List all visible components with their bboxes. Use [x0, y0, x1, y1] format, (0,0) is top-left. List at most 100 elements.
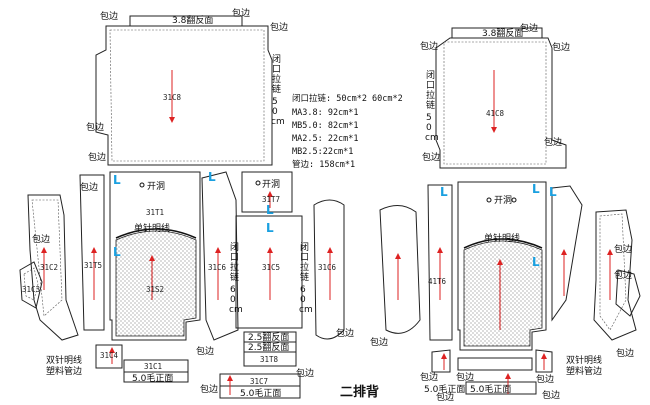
- label-fanmian-38-right: 3.8翻反面: [482, 28, 523, 39]
- svg-text:拉: 拉: [300, 261, 309, 273]
- label-shuangzhen-left-1: 双针明线: [46, 354, 82, 366]
- svg-text:MB2.5:22cm*1: MB2.5:22cm*1: [292, 147, 353, 157]
- code-31T8: 31T8: [260, 355, 279, 364]
- code-31S2: 31S2: [146, 285, 164, 294]
- label-baobian-11: 包边: [200, 383, 218, 395]
- svg-text:cm: cm: [299, 305, 313, 315]
- zipper-label-vertical-4: 闭口 拉链 50 cm: [425, 69, 439, 143]
- label-kaidong-right: 开洞: [494, 195, 512, 206]
- label-baobian-3: 包边: [270, 21, 288, 33]
- piece-31C6-left: [201, 171, 239, 341]
- piece-31T7: [241, 171, 293, 213]
- code-31T1: 31T1: [146, 208, 164, 217]
- piece-right-outer-left: [379, 205, 421, 334]
- label-baobian-1: 包边: [100, 10, 118, 22]
- svg-text:口: 口: [426, 81, 435, 91]
- svg-text:链: 链: [272, 83, 281, 95]
- label-kaidong-left: 开洞: [147, 181, 165, 192]
- label-zhengmian-right: 5.0毛正面: [470, 383, 511, 395]
- piece-31C5: [235, 215, 303, 329]
- marker-l-5: L: [266, 221, 274, 235]
- label-baobian-13: 包边: [420, 40, 438, 52]
- svg-text:管边: 158cm*1: 管边: 158cm*1: [292, 159, 355, 170]
- label-zhengmian-left: 5.0毛正面: [132, 372, 173, 384]
- zipper-label-vertical-3: 闭口 拉链 60 cm: [299, 241, 313, 315]
- hole-marker-left: [139, 182, 145, 188]
- svg-text:链: 链: [300, 271, 309, 283]
- hole-marker-31T7: [255, 180, 261, 186]
- piece-31T8: [243, 331, 297, 367]
- code-31C3: 31C3: [22, 285, 40, 294]
- code-31T7: 31T7: [262, 195, 280, 204]
- marker-l-6: L: [532, 182, 540, 196]
- label-danzhen-left: 单针明线: [134, 222, 170, 234]
- label-danzhen-right: 单针明线: [484, 232, 520, 244]
- piece-31C1: [123, 359, 189, 383]
- label-shuangzhen-right-1: 双针明线: [566, 354, 602, 366]
- label-baobian-23: 包边: [536, 373, 554, 385]
- page-title: 二排背: [340, 384, 379, 400]
- svg-text:6: 6: [230, 285, 236, 295]
- code-41T6: 41T6: [428, 277, 447, 286]
- code-31C5: 31C5: [262, 263, 280, 272]
- label-zhengmian-center: 5.0毛正面: [240, 387, 281, 399]
- marker-l-4: L: [266, 203, 274, 217]
- svg-text:口: 口: [300, 253, 309, 263]
- code-31C1: 31C1: [144, 362, 162, 371]
- label-baobian-2: 包边: [232, 7, 250, 19]
- code-31C4: 31C4: [100, 351, 119, 360]
- code-31C6-right: 31C6: [318, 263, 337, 272]
- svg-text:链: 链: [426, 99, 435, 111]
- marker-l-2: L: [113, 245, 121, 259]
- svg-text:闭: 闭: [426, 69, 435, 81]
- code-31C2: 31C2: [40, 263, 58, 272]
- piece-31C8-left: [95, 15, 273, 166]
- svg-text:0: 0: [230, 295, 236, 305]
- svg-text:拉: 拉: [272, 73, 281, 85]
- zipper-label-vertical-1: 闭口 拉链 50 cm: [271, 53, 285, 127]
- label-baobian-12: 包边: [520, 22, 538, 34]
- svg-text:5: 5: [272, 97, 278, 107]
- piece-right-bottom: [431, 349, 553, 395]
- code-31C6-left: 31C6: [208, 263, 227, 272]
- piece-31C7: [219, 373, 301, 399]
- label-baobian-19: 包边: [614, 269, 632, 281]
- label-baobian-14: 包边: [552, 41, 570, 53]
- piece-31C4: [95, 344, 123, 369]
- svg-text:MA2.5: 22cm*1: MA2.5: 22cm*1: [292, 134, 359, 144]
- svg-text:MB5.0: 82cm*1: MB5.0: 82cm*1: [292, 121, 359, 131]
- svg-text:闭: 闭: [272, 53, 281, 65]
- svg-text:拉: 拉: [230, 261, 239, 273]
- zipper-label-vertical-2: 闭口 拉链 60 cm: [229, 241, 243, 315]
- label-baobian-25: 包边: [436, 391, 454, 403]
- code-41C8: 41C8: [486, 109, 505, 118]
- piece-41C8: [435, 27, 567, 169]
- label-kaidong-31T7: 开洞: [262, 179, 280, 190]
- label-baobian-7: 包边: [32, 233, 50, 245]
- label-fanmian-38-left: 3.8翻反面: [172, 15, 213, 26]
- piece-right-side-2: [593, 209, 637, 341]
- svg-text:5: 5: [426, 113, 432, 123]
- label-baobian-20: 包边: [616, 347, 634, 359]
- svg-text:拉: 拉: [426, 89, 435, 101]
- marker-l-7: L: [532, 255, 540, 269]
- marker-l-3: L: [208, 170, 216, 184]
- svg-text:口: 口: [272, 65, 281, 75]
- label-zhengmian-right-2: 5.0毛正面: [424, 383, 465, 395]
- label-baobian-6: 包边: [80, 181, 98, 193]
- piece-31T5: [79, 174, 105, 331]
- hole-marker-right-2: [511, 197, 517, 203]
- svg-text:闭口拉链: 50cm*2 60cm*2: 闭口拉链: 50cm*2 60cm*2: [292, 93, 403, 104]
- piece-right-back: [457, 181, 547, 351]
- label-baobian-21: 包边: [420, 371, 438, 383]
- label-baobian-8: 包边: [196, 345, 214, 357]
- svg-text:cm: cm: [271, 117, 285, 127]
- marker-l-1: L: [113, 173, 121, 187]
- label-baobian-15: 包边: [544, 136, 562, 148]
- label-baobian-24: 包边: [542, 389, 560, 401]
- code-31C8: 31C8: [163, 93, 182, 102]
- piece-right-small: [615, 269, 641, 317]
- label-fanmian-25-2: 2.5翻反面: [248, 342, 289, 353]
- code-31T5: 31T5: [84, 261, 102, 270]
